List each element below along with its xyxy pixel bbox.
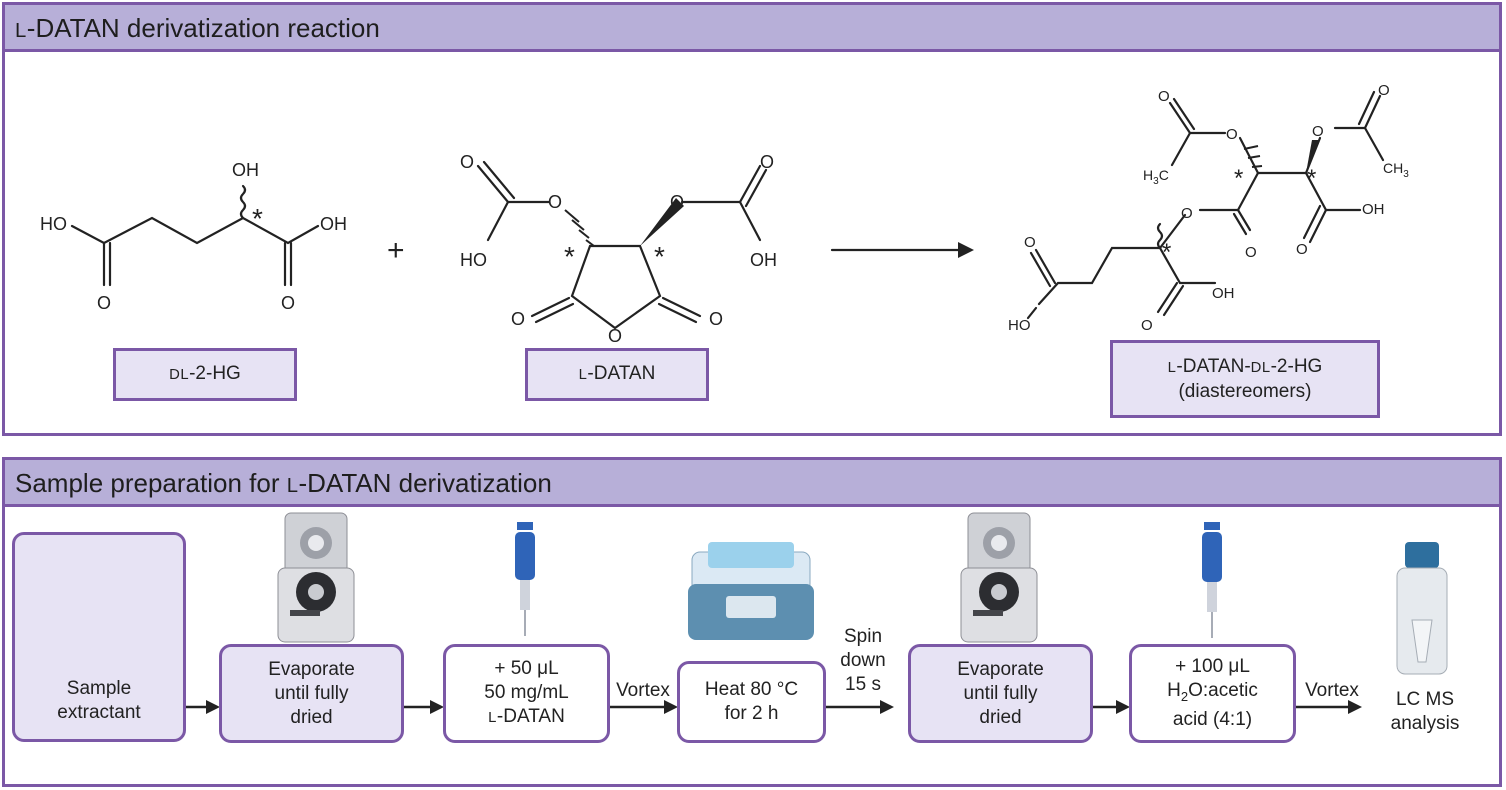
atom-o: O xyxy=(1245,244,1257,261)
atom-o: O xyxy=(97,293,111,313)
vial-icon xyxy=(1396,542,1448,675)
atom-oh: OH xyxy=(232,160,259,180)
arrow-label-vortex: Vortex xyxy=(1305,680,1359,701)
dl2hg-carbonyl-1 xyxy=(102,241,112,287)
centrifuge-icon xyxy=(960,512,1038,643)
datan-acid-1-oh xyxy=(486,200,510,242)
atom-ch3: CH3 xyxy=(1383,160,1409,180)
atom-o: O xyxy=(709,309,723,329)
atom-oh: OH xyxy=(320,214,347,234)
atom-o: O xyxy=(1024,234,1036,251)
label-l-datan: L-DATAN xyxy=(525,348,709,401)
atom-ho: HO xyxy=(1008,317,1031,334)
datan-ring xyxy=(570,244,662,330)
atom-oh: OH xyxy=(1212,285,1235,302)
chiral-star: * xyxy=(564,241,575,272)
product-acetyl-2 xyxy=(1333,90,1385,162)
datan-ring-co-1 xyxy=(530,296,575,324)
atom-o: O xyxy=(1378,82,1390,99)
step-evaporate-1: Evaporate until fully dried xyxy=(219,644,404,743)
product-ester-o xyxy=(1158,213,1187,250)
datan-hash xyxy=(564,209,595,247)
atom-oh: OH xyxy=(1362,201,1385,218)
chiral-star: * xyxy=(1162,239,1171,266)
sample-prep-title: Sample preparation for L-DATAN derivatiz… xyxy=(5,460,1499,507)
datan-wedge xyxy=(640,198,684,246)
chiral-star: * xyxy=(252,203,263,234)
product-chain xyxy=(1037,246,1217,306)
product-wedge xyxy=(1306,140,1320,173)
datan-ring-co-2 xyxy=(657,296,702,324)
final-lc-ms-analysis: LC MS analysis xyxy=(1390,689,1460,734)
step-heat: Heat 80 °C for 2 h xyxy=(677,661,826,743)
heat-block-icon xyxy=(688,542,814,640)
chiral-star: * xyxy=(654,241,665,272)
atom-o: O xyxy=(608,326,622,346)
chiral-star: * xyxy=(1234,165,1243,192)
plus-sign: + xyxy=(387,234,405,267)
flow-arrowheads xyxy=(206,700,1362,714)
product-acid-co xyxy=(1029,248,1057,288)
datan-acid-2-oh xyxy=(738,200,762,242)
arrow-label-vortex: Vortex xyxy=(616,680,670,701)
label-dl-2-hg: DL-2-HG xyxy=(113,348,297,401)
step-add-datan: + 50 μL 50 mg/mL L-DATAN xyxy=(443,644,610,743)
centrifuge-icon xyxy=(277,512,355,643)
atom-o: O xyxy=(1181,205,1193,222)
atom-o: O xyxy=(1296,241,1308,258)
reaction-scheme: HO O O OH OH * O O HO O O OH O O O * * O… xyxy=(40,82,1409,346)
atom-o: O xyxy=(1226,126,1238,143)
atom-o: O xyxy=(760,152,774,172)
label-product: L-DATAN-DL-2-HG (diastereomers) xyxy=(1110,340,1380,418)
dl2hg-wavy-bond xyxy=(239,184,247,220)
product-co-2 xyxy=(1156,281,1185,317)
product-co-3 xyxy=(1302,204,1328,244)
product-acetyl-1 xyxy=(1168,97,1227,167)
pipette-icon xyxy=(1202,522,1222,638)
atom-o: O xyxy=(1158,88,1170,105)
arrow-label-spin-down: Spin down 15 s xyxy=(840,626,886,695)
chiral-star: * xyxy=(1307,165,1316,192)
atom-ho: HO xyxy=(460,250,487,270)
atom-ho: HO xyxy=(40,214,67,234)
atom-oh: OH xyxy=(750,250,777,270)
reaction-panel-title: L-DATAN derivatization reaction xyxy=(5,5,1499,52)
product-ho xyxy=(1026,306,1038,320)
atom-o: O xyxy=(548,192,562,212)
step-add-acetic-acid: + 100 μL H2O:acetic acid (4:1) xyxy=(1129,644,1296,743)
atom-h3c: H3C xyxy=(1143,167,1169,187)
atom-o: O xyxy=(460,152,474,172)
dl2hg-carbonyl-2 xyxy=(283,241,293,287)
atom-o: O xyxy=(281,293,295,313)
atom-o: O xyxy=(1312,123,1324,140)
step-evaporate-2: Evaporate until fully dried xyxy=(908,644,1093,743)
pipette-icon xyxy=(515,522,535,636)
reaction-arrow-head xyxy=(958,242,974,258)
step-sample-extractant: Sample extractant xyxy=(12,532,186,742)
atom-o: O xyxy=(511,309,525,329)
product-hash xyxy=(1243,145,1263,168)
atom-o: O xyxy=(670,192,684,212)
atom-o: O xyxy=(1141,317,1153,334)
product-wavy-bond xyxy=(1156,222,1164,250)
